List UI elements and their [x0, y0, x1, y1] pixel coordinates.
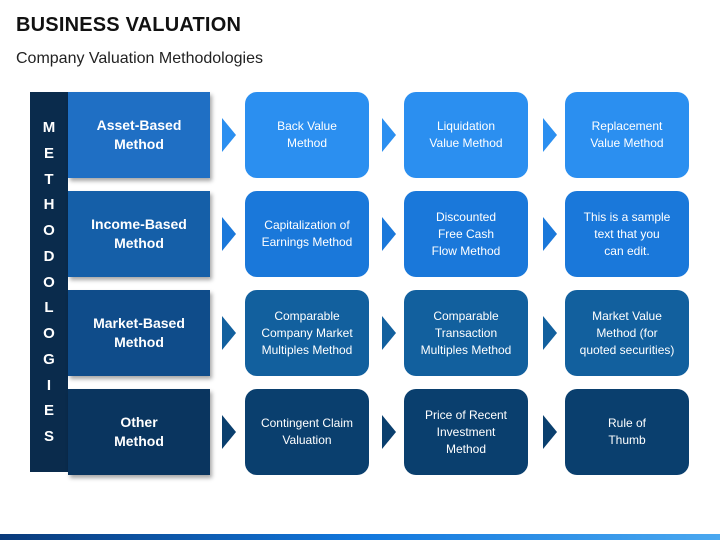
method-card: Capitalization of Earnings Method [245, 191, 369, 277]
vertical-letter: L [44, 299, 54, 317]
method-card: Liquidation Value Method [404, 92, 528, 178]
arrow-right-icon [543, 217, 557, 251]
vertical-letter: H [43, 196, 55, 214]
methodologies-vertical-label: M E T H O D O L O G I E S [30, 92, 68, 472]
vertical-letter: T [44, 170, 54, 188]
vertical-letter: D [43, 247, 55, 265]
method-card: Rule of Thumb [565, 389, 689, 475]
method-card: Market Value Method (for quoted securiti… [565, 290, 689, 376]
arrow-right-icon [382, 316, 396, 350]
method-label-market-based: Market-Based Method [68, 290, 210, 376]
vertical-letter: I [46, 376, 52, 394]
arrow-right-icon [543, 118, 557, 152]
vertical-letter: O [43, 325, 55, 342]
vertical-letter: E [43, 402, 54, 420]
method-card: Price of Recent Investment Method [404, 389, 528, 475]
method-card: This is a sample text that you can edit. [565, 191, 689, 277]
page-title: BUSINESS VALUATION [16, 14, 242, 36]
arrow-right-icon [382, 217, 396, 251]
arrow-right-icon [222, 415, 236, 449]
arrow-right-icon [222, 118, 236, 152]
method-label-asset-based: Asset-Based Method [68, 92, 210, 178]
bottom-accent-bar [0, 534, 720, 540]
method-card: Contingent Claim Valuation [245, 389, 369, 475]
vertical-letter: M [42, 119, 56, 136]
method-card: Discounted Free Cash Flow Method [404, 191, 528, 277]
arrow-right-icon [382, 118, 396, 152]
method-label-other: Other Method [68, 389, 210, 475]
arrow-right-icon [543, 415, 557, 449]
arrow-right-icon [222, 316, 236, 350]
method-label-income-based: Income-Based Method [68, 191, 210, 277]
vertical-letter: E [43, 144, 54, 162]
arrow-right-icon [543, 316, 557, 350]
page-subtitle: Company Valuation Methodologies [16, 50, 263, 67]
arrow-right-icon [222, 217, 236, 251]
vertical-letter: S [43, 428, 54, 445]
method-card: Back Value Method [245, 92, 369, 178]
vertical-letter: G [43, 350, 55, 368]
method-card: Comparable Transaction Multiples Method [404, 290, 528, 376]
vertical-letter: O [43, 273, 55, 291]
arrow-right-icon [382, 415, 396, 449]
method-card: Replacement Value Method [565, 92, 689, 178]
method-card: Comparable Company Market Multiples Meth… [245, 290, 369, 376]
vertical-letter: O [43, 222, 55, 239]
